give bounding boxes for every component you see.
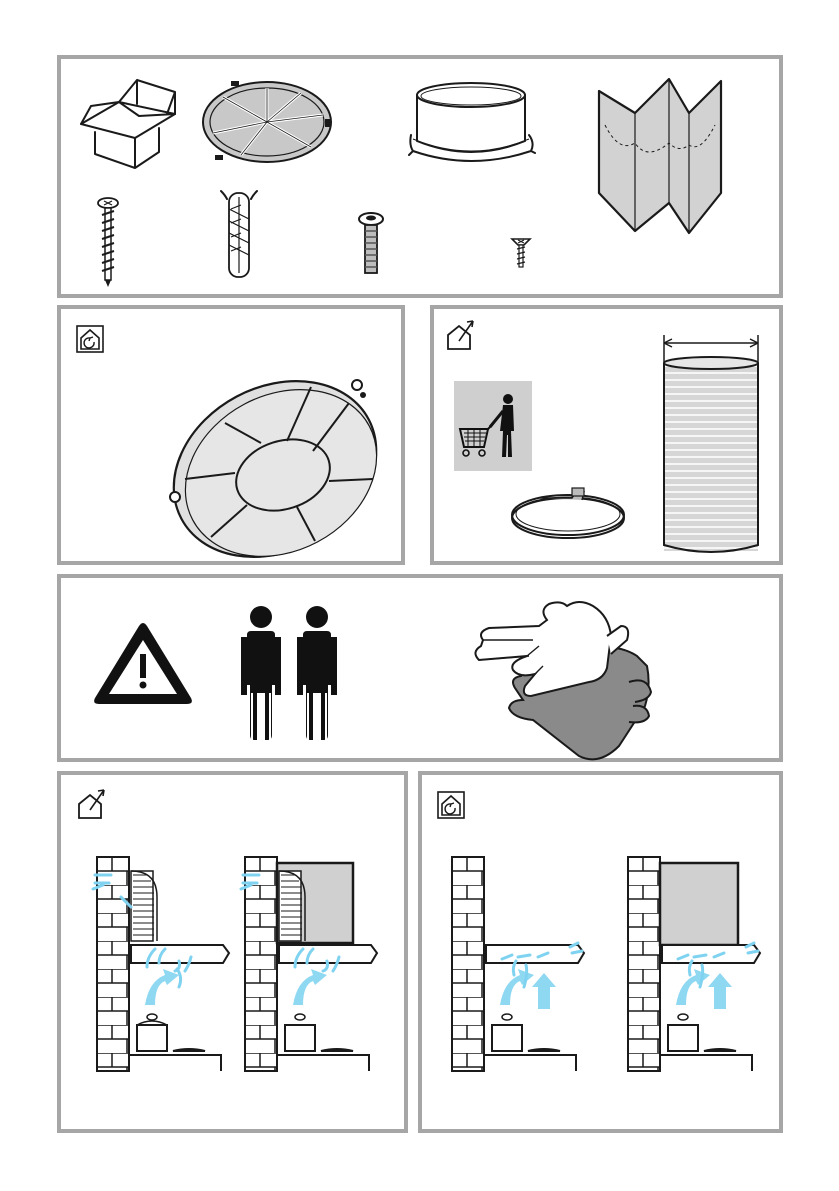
warning-icon bbox=[94, 623, 192, 704]
charcoal-filter-icon bbox=[143, 347, 407, 591]
recirc-cabinet-installation bbox=[628, 857, 760, 1071]
box-icon bbox=[81, 80, 175, 168]
hose-clamp-icon bbox=[512, 488, 624, 538]
extraction-installations-panel bbox=[57, 771, 408, 1133]
two-persons-icon bbox=[241, 606, 337, 746]
recirculation-mode-icon bbox=[438, 792, 464, 818]
package-contents-drawing bbox=[61, 59, 787, 302]
grease-filter-icon bbox=[203, 81, 331, 162]
extraction-mode-icon bbox=[79, 790, 104, 818]
duct-cabinet-installation bbox=[241, 857, 377, 1071]
extraction-mode-icon bbox=[448, 321, 473, 349]
adapter-ring-icon bbox=[409, 83, 535, 161]
buy-separately-icon bbox=[454, 381, 532, 471]
recirculation-mode-icon bbox=[77, 326, 103, 352]
package-contents-panel bbox=[57, 55, 783, 298]
bolt-icon bbox=[359, 213, 383, 273]
small-screw-icon bbox=[512, 239, 530, 267]
gloves-icon bbox=[475, 602, 651, 759]
screw-icon bbox=[98, 198, 118, 287]
extraction-accessories-panel bbox=[430, 305, 783, 565]
recirc-wall-installation bbox=[452, 857, 584, 1071]
duct-wall-installation bbox=[93, 857, 229, 1071]
safety-requirements-panel bbox=[57, 574, 783, 762]
wall-plug-icon bbox=[221, 191, 257, 277]
recirculation-accessories-panel bbox=[57, 305, 405, 565]
filter-sheet-icon bbox=[599, 79, 721, 233]
recirculation-installations-panel bbox=[418, 771, 783, 1133]
flexible-duct-icon bbox=[664, 335, 758, 552]
